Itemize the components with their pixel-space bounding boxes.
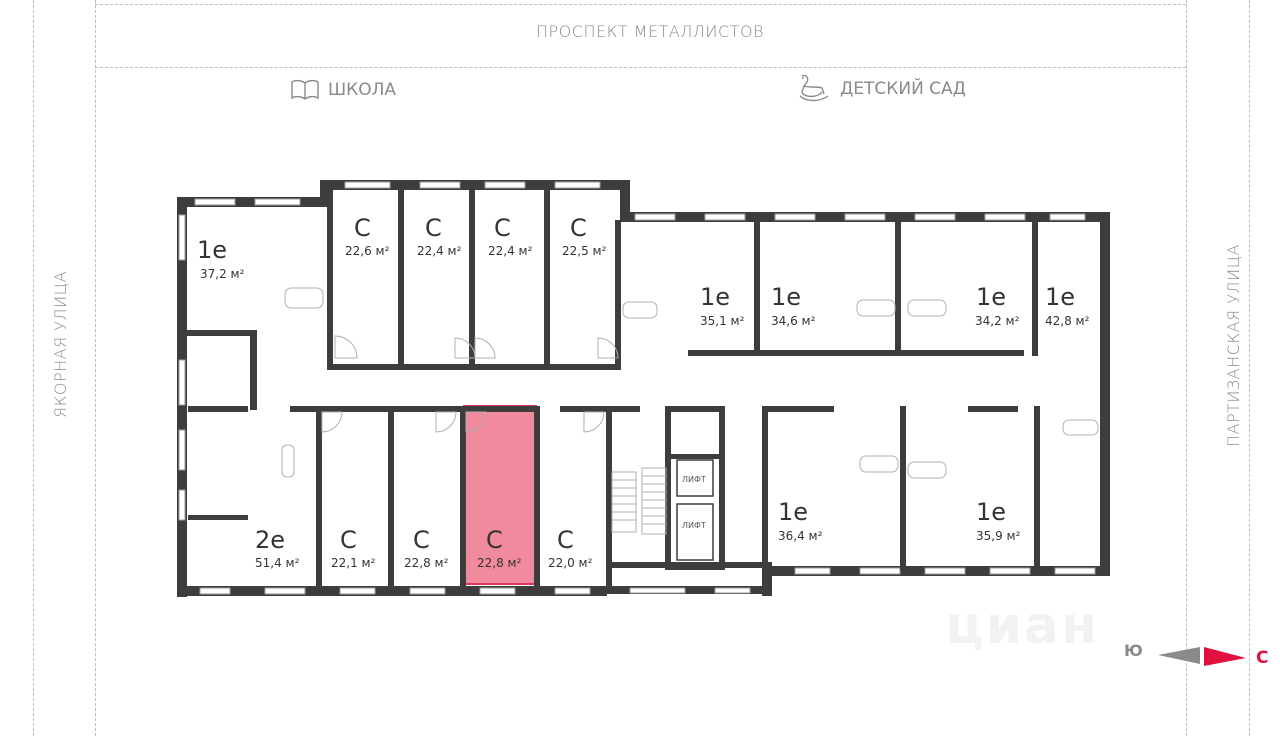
apartment-area: 22,6 м² bbox=[345, 244, 390, 258]
apartment-area: 51,4 м² bbox=[255, 556, 300, 570]
apartment-type[interactable]: С bbox=[486, 526, 503, 554]
compass-north-label: С bbox=[1256, 648, 1269, 668]
apartment-area: 22,8 м² bbox=[404, 556, 449, 570]
apartment-area: 37,2 м² bbox=[200, 267, 245, 281]
book-icon bbox=[291, 79, 319, 100]
apartment-area: 34,6 м² bbox=[771, 314, 816, 328]
guide-line bbox=[95, 67, 1186, 68]
apartment-type[interactable]: 1е bbox=[771, 283, 801, 311]
apartment-area: 22,1 м² bbox=[331, 556, 376, 570]
lift-shaft bbox=[676, 503, 714, 561]
apartment-type[interactable]: С bbox=[425, 214, 442, 242]
apartment-area: 35,1 м² bbox=[700, 314, 745, 328]
selected-apartment-highlight[interactable] bbox=[463, 405, 537, 585]
guide-line bbox=[1186, 0, 1187, 736]
apartment-area: 22,8 м² bbox=[477, 556, 522, 570]
staircase bbox=[611, 467, 667, 535]
apartment-labels-bottom: 2е 51,4 м² С 22,1 м² С 22,8 м² С 22,8 м²… bbox=[255, 498, 1021, 570]
watermark: циан bbox=[945, 596, 1099, 656]
guide-line bbox=[1249, 0, 1250, 736]
apartment-type[interactable]: С bbox=[413, 526, 430, 554]
apartment-area: 22,4 м² bbox=[488, 244, 533, 258]
apartment-type[interactable]: 1е bbox=[700, 283, 730, 311]
compass bbox=[1158, 647, 1246, 666]
apartment-area: 22,4 м² bbox=[417, 244, 462, 258]
guide-line bbox=[95, 0, 96, 736]
apartment-type[interactable]: 1е bbox=[976, 283, 1006, 311]
poi-label: ШКОЛА bbox=[328, 80, 397, 100]
lift-shaft bbox=[676, 459, 714, 497]
poi-label: ДЕТСКИЙ САД bbox=[840, 79, 966, 99]
fixtures bbox=[281, 287, 1099, 479]
guide-line bbox=[95, 4, 1186, 5]
compass-south-arrow bbox=[1158, 647, 1200, 664]
guide-line bbox=[33, 0, 34, 736]
apartment-area: 22,0 м² bbox=[548, 556, 593, 570]
lift-label: ЛИФТ bbox=[682, 521, 706, 530]
poi-kindergarten: ДЕТСКИЙ САД bbox=[792, 72, 966, 106]
apartment-type[interactable]: С bbox=[570, 214, 587, 242]
lift-label: ЛИФТ bbox=[682, 475, 706, 484]
apartment-type[interactable]: 2е bbox=[255, 526, 285, 554]
street-top: ПРОСПЕКТ МЕТАЛЛИСТОВ bbox=[536, 22, 765, 41]
apartment-type[interactable]: С bbox=[557, 526, 574, 554]
apartment-type[interactable]: 1е bbox=[197, 236, 227, 264]
apartment-area: 35,9 м² bbox=[976, 529, 1021, 543]
apartment-type[interactable]: 1е bbox=[976, 498, 1006, 526]
apartment-area: 22,5 м² bbox=[562, 244, 607, 258]
apartment-area: 42,8 м² bbox=[1045, 314, 1090, 328]
apartment-type[interactable]: С bbox=[354, 214, 371, 242]
building-walls bbox=[177, 180, 1110, 597]
compass-south-label: Ю bbox=[1124, 641, 1143, 660]
rocking-horse-icon bbox=[799, 74, 829, 102]
apartment-type[interactable]: С bbox=[340, 526, 357, 554]
apartment-type[interactable]: 1е bbox=[1045, 283, 1075, 311]
apartment-type[interactable]: С bbox=[494, 214, 511, 242]
poi-school: ШКОЛА bbox=[290, 79, 396, 101]
apartment-type[interactable]: 1е bbox=[778, 498, 808, 526]
apartment-area: 36,4 м² bbox=[778, 529, 823, 543]
compass-north-arrow bbox=[1204, 647, 1246, 666]
apartment-labels-top: 1е 37,2 м² С 22,6 м² С 22,4 м² С 22,4 м²… bbox=[197, 214, 1090, 328]
apartment-area: 34,2 м² bbox=[975, 314, 1020, 328]
